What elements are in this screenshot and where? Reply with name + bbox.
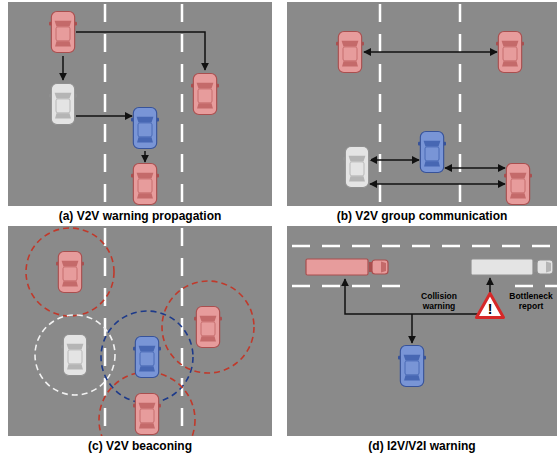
panel-caption-box: (a) V2V warning propagation <box>59 209 222 223</box>
red-car <box>49 11 77 52</box>
group-arrows <box>364 52 505 184</box>
double-arrow <box>370 183 505 185</box>
arrow <box>411 314 413 343</box>
arrow <box>345 279 482 314</box>
road-panel <box>8 226 272 436</box>
double-arrow <box>445 167 505 169</box>
lane-line <box>104 4 107 206</box>
message-label-box: Collision warning <box>416 291 462 311</box>
white-car <box>343 146 371 187</box>
blue-car <box>418 131 446 172</box>
red-car <box>133 393 161 434</box>
lane-line <box>104 228 107 436</box>
beacon-range <box>99 372 195 436</box>
beacon-ranges <box>26 228 254 436</box>
warning-arrows <box>63 32 205 162</box>
beacon-range <box>162 281 254 373</box>
arrow <box>76 32 205 70</box>
white-car <box>61 334 89 375</box>
road-panel <box>287 226 557 436</box>
red-car <box>56 251 84 292</box>
double-arrow <box>364 51 497 53</box>
white-truck <box>471 259 553 275</box>
beacon-range <box>26 228 114 316</box>
lane-line <box>515 285 557 288</box>
message-label: Bottleneck report <box>507 291 555 311</box>
road-panel <box>287 2 557 206</box>
warning-sign: ! <box>475 292 505 319</box>
red-car <box>194 306 222 347</box>
lane-line <box>181 228 184 436</box>
lane-line <box>181 4 184 206</box>
panel-caption-box: (d) I2V/V2I warning <box>368 439 475 453</box>
message-label: Collision warning <box>416 291 462 311</box>
road-panel <box>8 2 272 206</box>
infrastructure-arrows <box>345 278 490 343</box>
sign-text: ! <box>488 302 493 316</box>
red-car <box>336 31 364 72</box>
beacon-range <box>101 311 193 403</box>
red-car <box>496 31 524 72</box>
arrow <box>62 56 64 80</box>
red-truck <box>306 259 388 275</box>
panel-caption: (c) V2V beaconing <box>88 439 192 453</box>
panel-caption: (a) V2V warning propagation <box>59 209 222 223</box>
arrow <box>144 151 146 162</box>
blue-car <box>398 345 426 386</box>
panel-caption: (d) I2V/V2I warning <box>368 439 475 453</box>
blue-car <box>133 336 161 377</box>
blue-car <box>131 107 159 148</box>
red-car <box>131 163 159 204</box>
red-car <box>191 73 219 114</box>
lane-line <box>379 4 382 206</box>
white-car <box>49 83 77 124</box>
message-label-box: Bottleneck report <box>507 291 555 311</box>
warning-triangle-outline <box>477 293 504 317</box>
panel-caption: (b) V2V group communication <box>337 209 508 223</box>
red-car <box>504 163 532 204</box>
arrow <box>76 115 132 117</box>
lane-line <box>459 4 462 206</box>
panel-caption-box: (c) V2V beaconing <box>88 439 192 453</box>
lane-line <box>292 285 400 288</box>
beacon-range <box>35 315 115 395</box>
double-arrow <box>370 159 419 161</box>
panel-caption-box: (b) V2V group communication <box>337 209 508 223</box>
lane-line <box>292 245 557 248</box>
